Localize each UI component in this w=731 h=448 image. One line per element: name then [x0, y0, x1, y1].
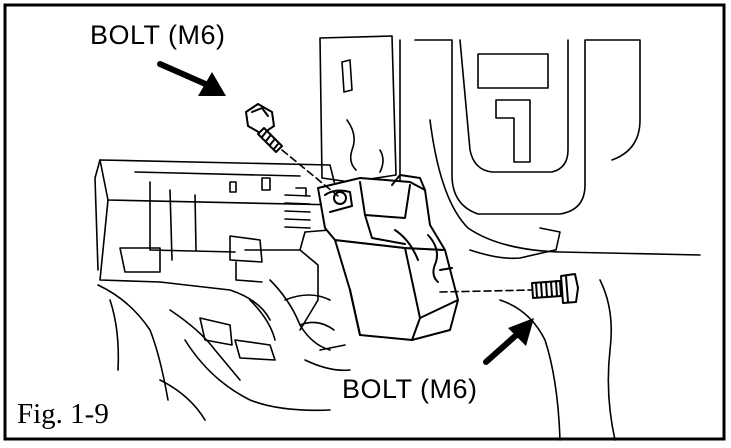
top-bolt-dashed-line — [281, 149, 339, 197]
right-panel — [399, 39, 701, 256]
right-lower-shell — [469, 227, 616, 441]
top-bolt-label: BOLT (M6) — [90, 20, 226, 50]
top-arrow-icon — [157, 61, 226, 96]
right-bolt-dashed-line — [439, 289, 533, 293]
upper-bracket — [319, 35, 397, 183]
bottom-arrow-icon — [483, 318, 534, 365]
right-bolt — [531, 273, 579, 304]
figure-frame — [3, 3, 726, 441]
wire-harness — [97, 279, 351, 421]
top-bolt — [245, 103, 283, 153]
main-frame — [94, 159, 341, 331]
ecu-module — [317, 174, 459, 341]
bottom-bolt-label: BOLT (M6) — [342, 374, 478, 404]
figure-caption: Fig. 1-9 — [17, 398, 109, 430]
